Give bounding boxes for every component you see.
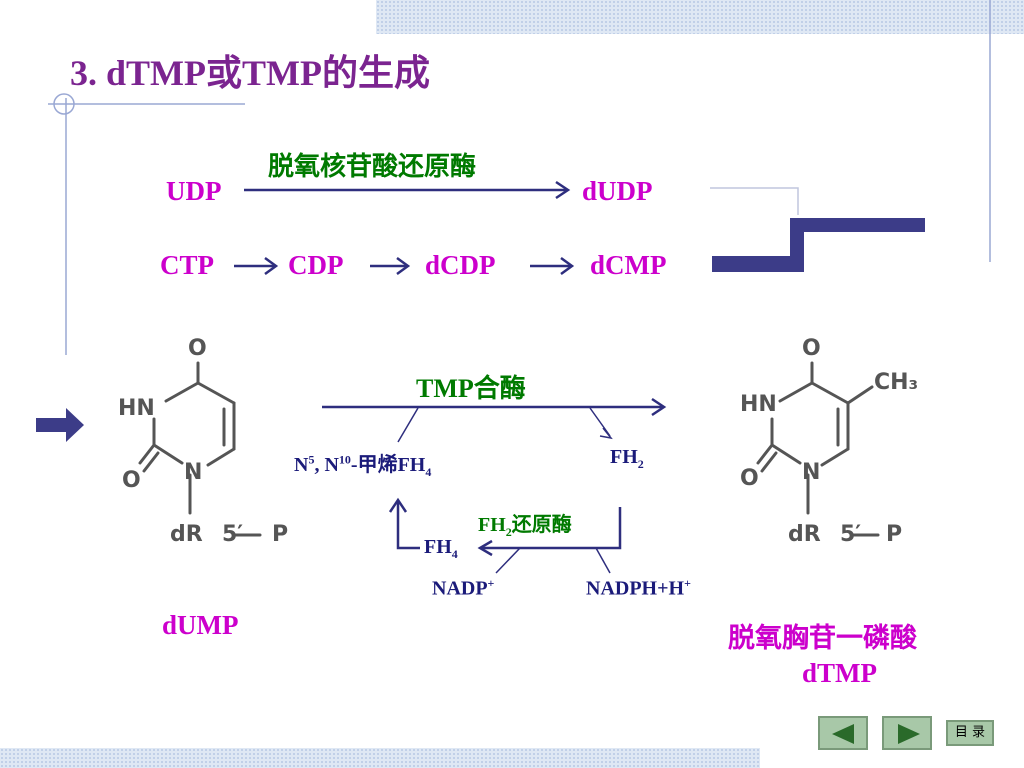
dump-sugar: dR — [170, 522, 203, 547]
nadph-sup: + — [684, 576, 691, 590]
dump-position: 5′ — [222, 522, 243, 547]
cofactor-in-sup1: 5 — [308, 452, 315, 467]
cofactor-in-prefix: N — [294, 454, 309, 476]
dtmp-label: dTMP — [802, 658, 878, 688]
cofactor-in-suffix: -甲烯FH — [350, 454, 426, 476]
dtmp-structure: O CH₃ HN O N dR 5′ P — [740, 336, 918, 547]
udp-to-dudp-arrow — [244, 180, 571, 200]
dtmp-methyl: CH₃ — [874, 370, 918, 395]
udp-label: UDP — [166, 176, 222, 206]
previous-slide-button[interactable] — [818, 716, 868, 750]
dtmp-atom-n: N — [802, 460, 820, 485]
dtmp-atom-o-top: O — [802, 336, 821, 361]
nadp-sup: + — [487, 576, 495, 590]
dump-label: dUMP — [162, 610, 239, 640]
dump-atom-o-top: O — [188, 336, 207, 361]
dtmp-phosphate: P — [886, 522, 902, 547]
cofactor-in-sub: 4 — [425, 465, 432, 479]
nadp-base: NADP — [432, 577, 488, 600]
fh4-regenerated-label: FH4 — [424, 536, 458, 562]
fh2-product-label: FH2 — [610, 446, 644, 472]
dump-phosphate: P — [272, 522, 288, 547]
table-of-contents-button[interactable]: 目 录 — [946, 720, 994, 746]
reductase-suffix: 还原酶 — [511, 514, 572, 536]
reductase-sub: 2 — [505, 525, 512, 539]
cofactor-in-sup2: 10 — [338, 452, 351, 467]
dtmp-atom-hn: HN — [740, 392, 777, 417]
ctp-label: CTP — [160, 250, 214, 280]
reductase-base: FH — [478, 514, 506, 536]
cofactor-in-mid: , N — [314, 454, 339, 476]
nadph-base: NADPH+H — [586, 577, 685, 600]
nadph-label: NADPH+H+ — [586, 576, 691, 601]
fh2-base: FH — [610, 446, 638, 468]
dump-atom-hn: HN — [118, 396, 155, 421]
cdp-label: CDP — [288, 250, 344, 280]
reductase-enzyme-label: 脱氧核苷酸还原酶 — [268, 152, 477, 181]
fh2-sub: 2 — [637, 457, 644, 471]
dump-atom-o-left: O — [122, 468, 141, 493]
fh4-sub: 4 — [451, 547, 458, 561]
pointer-arrow-decoration — [36, 408, 84, 442]
tmp-synthase-label: TMP合酶 — [416, 374, 526, 403]
dtmp-position: 5′ — [840, 522, 861, 547]
dtmp-sugar: dR — [788, 522, 821, 547]
dcmp-label: dCMP — [590, 250, 667, 280]
page-title: 3. dTMP或TMP的生成 — [70, 53, 430, 93]
dump-atom-n: N — [184, 460, 202, 485]
methylene-fh4-label: N5, N10-甲烯FH4 — [294, 448, 431, 480]
dump-structure: O HN O N dR 5′ P — [118, 336, 288, 547]
nadp-label: NADP+ — [432, 576, 494, 601]
step-decoration-shape — [712, 218, 925, 272]
dudp-label: dUDP — [582, 176, 653, 206]
ctp-chain-arrows — [234, 256, 575, 276]
next-slide-button[interactable] — [882, 716, 932, 750]
dcdp-label: dCDP — [425, 250, 496, 280]
dtmp-chinese-name: 脱氧胸苷一磷酸 — [728, 623, 917, 653]
fh4-base: FH — [424, 536, 452, 558]
dtmp-atom-o-left: O — [740, 466, 759, 491]
fh2-reductase-label: FH2还原酶 — [478, 508, 572, 540]
top-decorative-band — [376, 0, 1024, 34]
bottom-decorative-band — [0, 748, 760, 768]
